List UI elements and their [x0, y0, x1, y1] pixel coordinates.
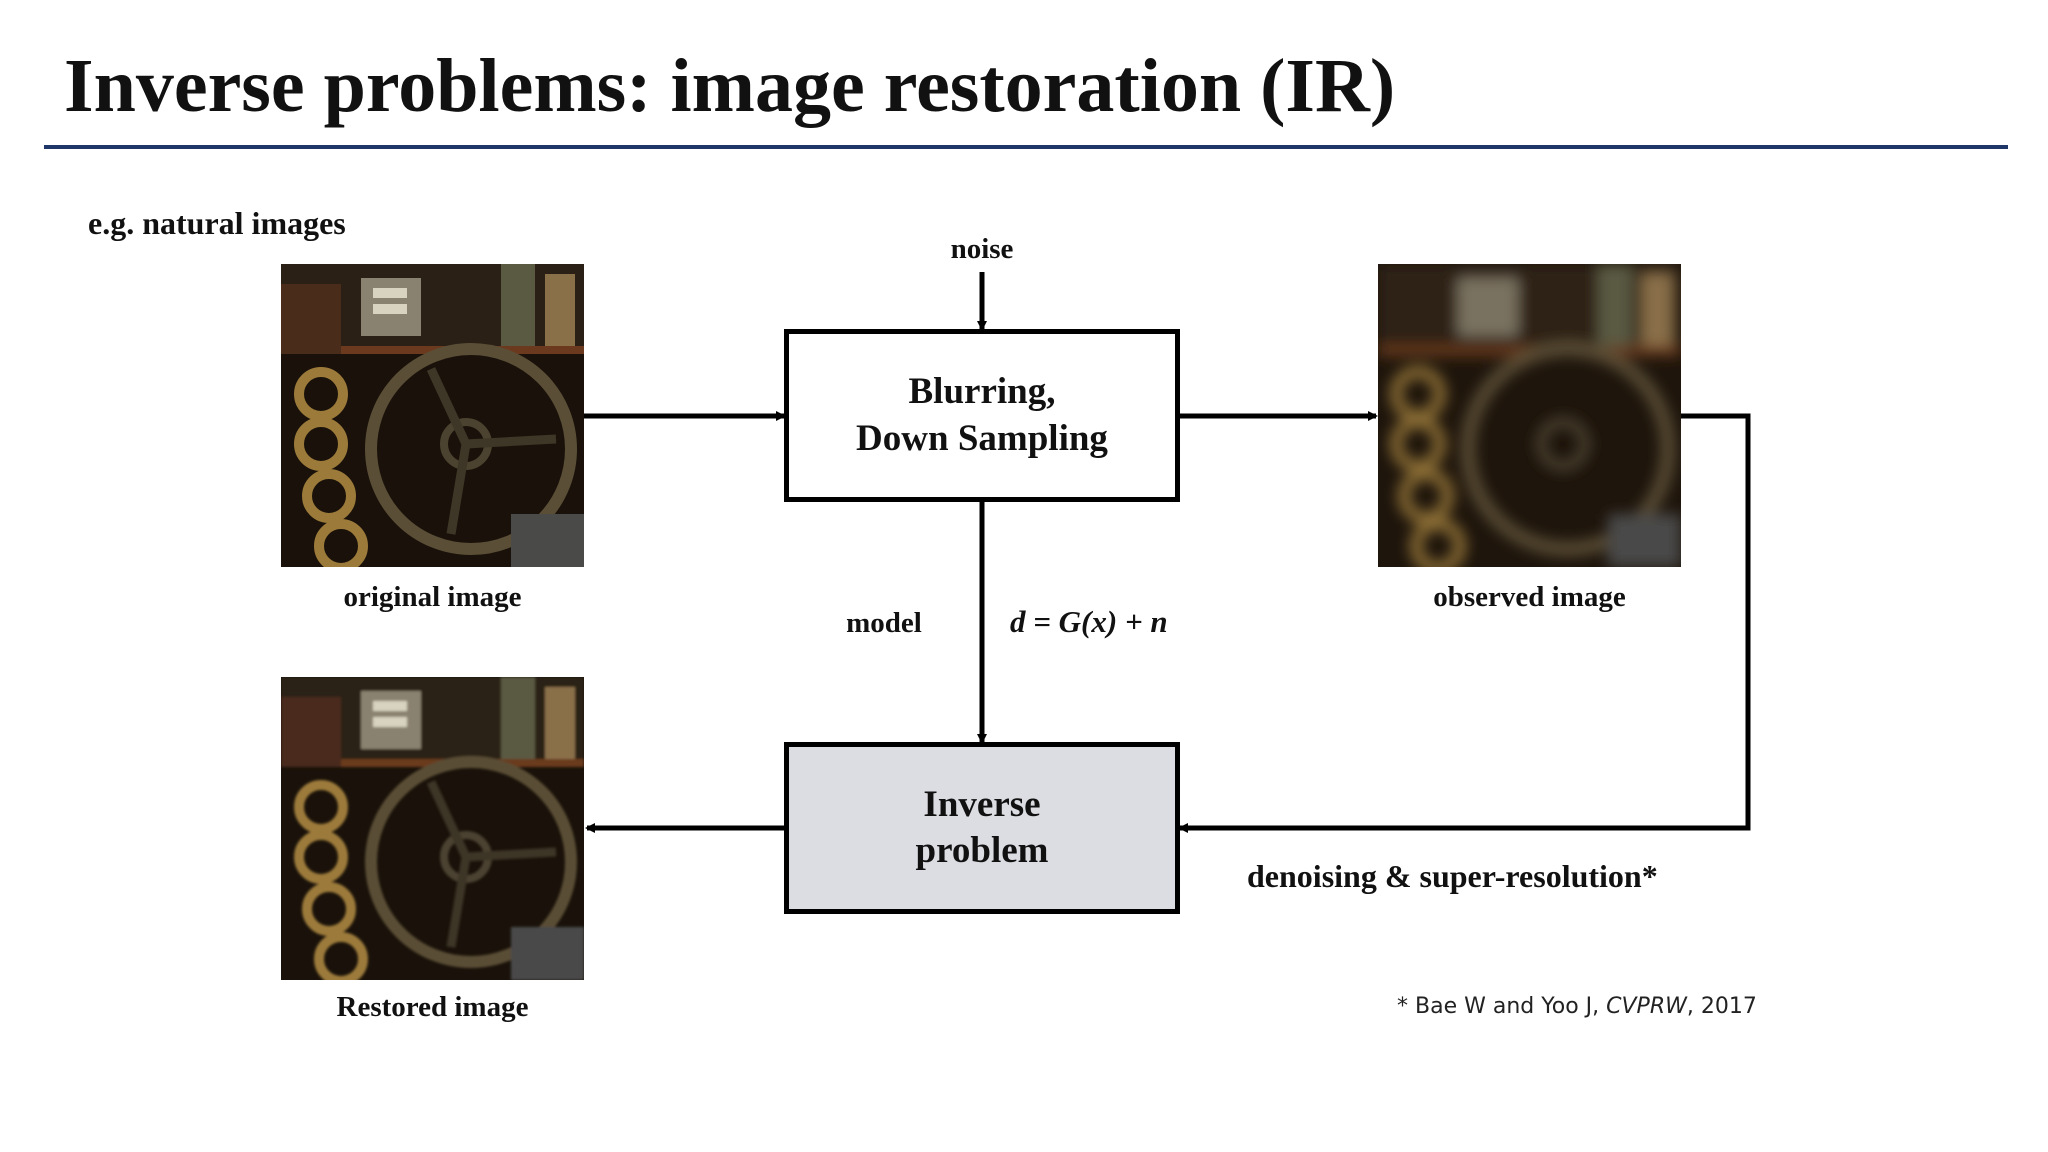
slide-title: Inverse problems: image restoration (IR) — [64, 44, 1396, 128]
task-label: denoising & super-resolution* — [1247, 858, 1658, 894]
inverse-problem-box: Inverse problem — [784, 742, 1180, 914]
citation: * Bae W and Yoo J, CVPRW, 2017 — [1397, 994, 1757, 1019]
model-equation: d = G(x) + n — [1010, 604, 1168, 639]
restored-image-caption: Restored image — [336, 991, 529, 1023]
original-image — [281, 264, 584, 567]
inverse-box-line2: problem — [915, 830, 1049, 871]
subtitle: e.g. natural images — [88, 205, 346, 241]
observed-image-caption: observed image — [1433, 581, 1626, 613]
observed-image — [1378, 264, 1681, 567]
observed-to-inverse-connector — [1178, 413, 1751, 833]
inverse-box-line1: Inverse — [923, 783, 1041, 825]
forward-box-line2: Down Sampling — [856, 417, 1108, 459]
citation-venue: CVPRW — [1606, 994, 1687, 1019]
forward-box-line1: Blurring, — [908, 371, 1056, 413]
citation-prefix: * Bae W and Yoo J, — [1397, 994, 1607, 1019]
forward-model-box: Blurring, Down Sampling — [784, 329, 1180, 502]
noise-label: noise — [950, 233, 1014, 265]
citation-suffix: , 2017 — [1686, 994, 1757, 1019]
title-underline — [44, 145, 2008, 149]
model-label: model — [846, 607, 922, 639]
restored-image — [281, 677, 584, 980]
original-image-caption: original image — [343, 581, 522, 613]
